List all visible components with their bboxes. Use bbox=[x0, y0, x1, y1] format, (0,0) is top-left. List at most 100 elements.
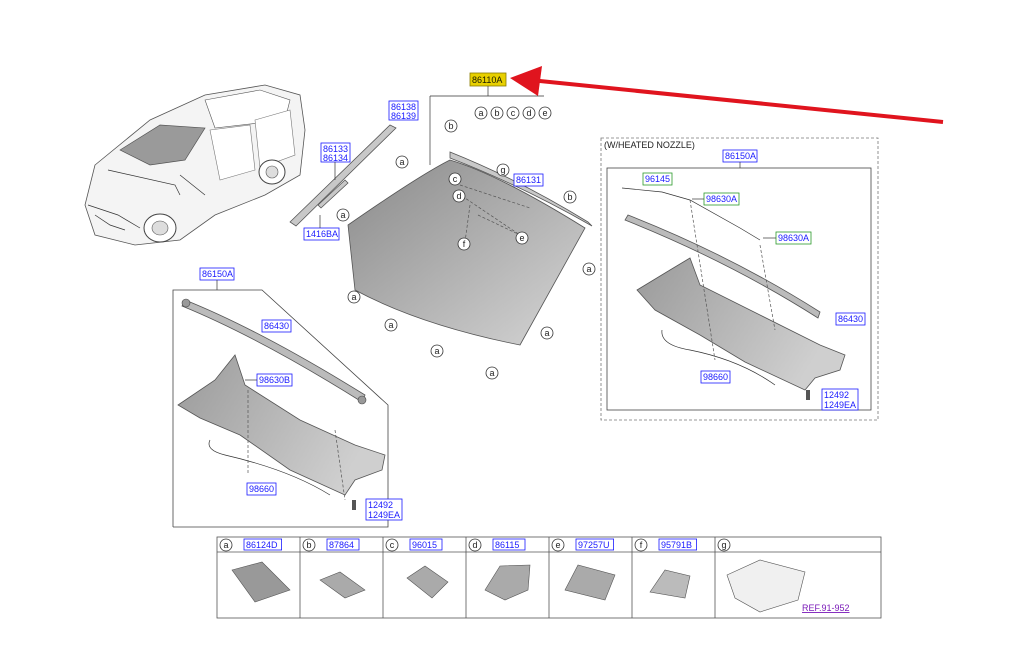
main-part-label[interactable]: 86110A bbox=[469, 72, 507, 87]
legend-part-b[interactable]: 87864 bbox=[326, 538, 360, 551]
legend-letter-c: c bbox=[385, 538, 399, 552]
svg-text:d: d bbox=[456, 191, 461, 201]
windshield-callout-a-12: a bbox=[540, 326, 554, 340]
legend-cell-e: e 97257U bbox=[548, 537, 614, 618]
cowl-right-panel: (W/HEATED NOZZLE) 86150A 96145 98630A 98… bbox=[600, 137, 879, 421]
svg-text:86150A: 86150A bbox=[202, 269, 233, 279]
svg-text:g: g bbox=[721, 540, 726, 550]
main-callout-d: d bbox=[522, 106, 536, 120]
legend-part-e[interactable]: 97257U bbox=[575, 538, 614, 551]
windshield-glass bbox=[347, 159, 586, 346]
molding-side-label[interactable]: 86133 86134 bbox=[320, 142, 351, 163]
item-e-thumb bbox=[564, 564, 616, 601]
item-a-thumb bbox=[231, 561, 291, 603]
heated-nozzle-note: (W/HEATED NOZZLE) bbox=[604, 140, 695, 150]
svg-text:1249EA: 1249EA bbox=[824, 400, 856, 410]
heated-cover-label[interactable]: 86430 bbox=[835, 312, 866, 326]
svg-text:86430: 86430 bbox=[264, 321, 289, 331]
windshield-callout-b-1: b bbox=[444, 119, 458, 133]
heated-cover-strip bbox=[624, 214, 821, 319]
svg-text:c: c bbox=[453, 174, 458, 184]
legend-cell-d: d 86115 bbox=[465, 537, 526, 618]
svg-text:a: a bbox=[399, 157, 404, 167]
molding-upper-label[interactable]: 86138 86139 bbox=[388, 100, 419, 121]
legend-part-f[interactable]: 95791B bbox=[658, 538, 697, 551]
legend-letter-a: a bbox=[219, 538, 233, 552]
svg-text:c: c bbox=[511, 108, 516, 118]
svg-text:a: a bbox=[586, 264, 591, 274]
cowl-left-bolt-label[interactable]: 12492 1249EA bbox=[365, 498, 403, 521]
svg-text:e: e bbox=[555, 540, 560, 550]
item-c-thumb bbox=[406, 565, 449, 599]
windshield-callout-f-8: f bbox=[457, 237, 471, 251]
reference-link[interactable]: REF.91-952 bbox=[802, 603, 850, 613]
item-d-thumb bbox=[484, 564, 531, 601]
windshield-callout-a-6: a bbox=[336, 208, 350, 222]
windshield-callout-a-10: a bbox=[347, 290, 361, 304]
item-g-thumb bbox=[726, 559, 806, 613]
cowl-left-cover-label[interactable]: 86430 bbox=[261, 319, 292, 333]
svg-text:86139: 86139 bbox=[391, 111, 416, 121]
svg-text:f: f bbox=[463, 239, 466, 249]
svg-text:96015: 96015 bbox=[412, 540, 437, 550]
a-pillar-molding bbox=[289, 124, 397, 227]
legend-part-a[interactable]: 86124D bbox=[243, 538, 282, 551]
svg-text:a: a bbox=[489, 368, 494, 378]
cowl-right-title[interactable]: 86150A bbox=[722, 149, 758, 163]
svg-text:86138: 86138 bbox=[391, 102, 416, 112]
main-callout-a: a bbox=[474, 106, 488, 120]
clip-label[interactable]: 1416BA bbox=[303, 227, 340, 241]
svg-text:86430: 86430 bbox=[838, 314, 863, 324]
heated-nozzle2-label[interactable]: 98630A bbox=[775, 231, 812, 245]
svg-text:86124D: 86124D bbox=[246, 540, 278, 550]
cowl-left-nozzle-label[interactable]: 98630B bbox=[256, 373, 293, 387]
svg-text:86131: 86131 bbox=[516, 175, 541, 185]
svg-text:b: b bbox=[306, 540, 311, 550]
svg-text:d: d bbox=[526, 108, 531, 118]
legend-part-c[interactable]: 96015 bbox=[409, 538, 443, 551]
bolt-icon bbox=[806, 390, 810, 400]
harness-label[interactable]: 96145 bbox=[642, 172, 673, 186]
legend-part-d[interactable]: 86115 bbox=[492, 538, 526, 551]
svg-text:96145: 96145 bbox=[645, 174, 670, 184]
svg-text:87864: 87864 bbox=[329, 540, 354, 550]
heated-bolt-label[interactable]: 12492 1249EA bbox=[821, 388, 859, 411]
svg-text:a: a bbox=[478, 108, 483, 118]
svg-text:86110A: 86110A bbox=[472, 75, 502, 85]
svg-text:1249EA: 1249EA bbox=[368, 510, 400, 520]
washer-hose bbox=[208, 439, 331, 496]
svg-text:98630A: 98630A bbox=[778, 233, 809, 243]
svg-text:86150A: 86150A bbox=[725, 151, 756, 161]
heated-nozzle1-label[interactable]: 98630A bbox=[703, 192, 740, 206]
svg-text:1416BA: 1416BA bbox=[306, 229, 338, 239]
main-callout-c: c bbox=[506, 106, 520, 120]
main-callout-e: e bbox=[538, 106, 552, 120]
windshield-callout-c-3: c bbox=[448, 172, 462, 186]
svg-text:d: d bbox=[472, 540, 477, 550]
legend-letter-e: e bbox=[551, 538, 565, 552]
cowl-left-hose-label[interactable]: 98660 bbox=[246, 482, 277, 496]
heated-hose-label[interactable]: 98660 bbox=[700, 370, 731, 384]
svg-text:a: a bbox=[388, 320, 393, 330]
windshield-callout-a-9: a bbox=[582, 262, 596, 276]
seal-label[interactable]: 86131 bbox=[513, 173, 544, 187]
item-b-thumb bbox=[319, 571, 366, 599]
legend-cell-g: g bbox=[714, 537, 731, 618]
main-callout-b: b bbox=[490, 106, 504, 120]
svg-text:a: a bbox=[434, 346, 439, 356]
svg-text:98660: 98660 bbox=[703, 372, 728, 382]
windshield-callout-b-5: b bbox=[563, 190, 577, 204]
svg-text:a: a bbox=[544, 328, 549, 338]
svg-text:86115: 86115 bbox=[495, 540, 519, 550]
cowl-left-title[interactable]: 86150A bbox=[199, 267, 235, 281]
legend-cell-c: c 96015 bbox=[382, 537, 443, 618]
svg-text:g: g bbox=[500, 165, 505, 175]
legend-cell-a: a 86124D bbox=[219, 538, 282, 552]
svg-text:b: b bbox=[567, 192, 572, 202]
windshield-callout-d-4: d bbox=[452, 189, 466, 203]
svg-text:97257U: 97257U bbox=[578, 540, 610, 550]
windshield-callout-g-2: g bbox=[496, 163, 510, 177]
bolt-icon bbox=[352, 500, 356, 510]
